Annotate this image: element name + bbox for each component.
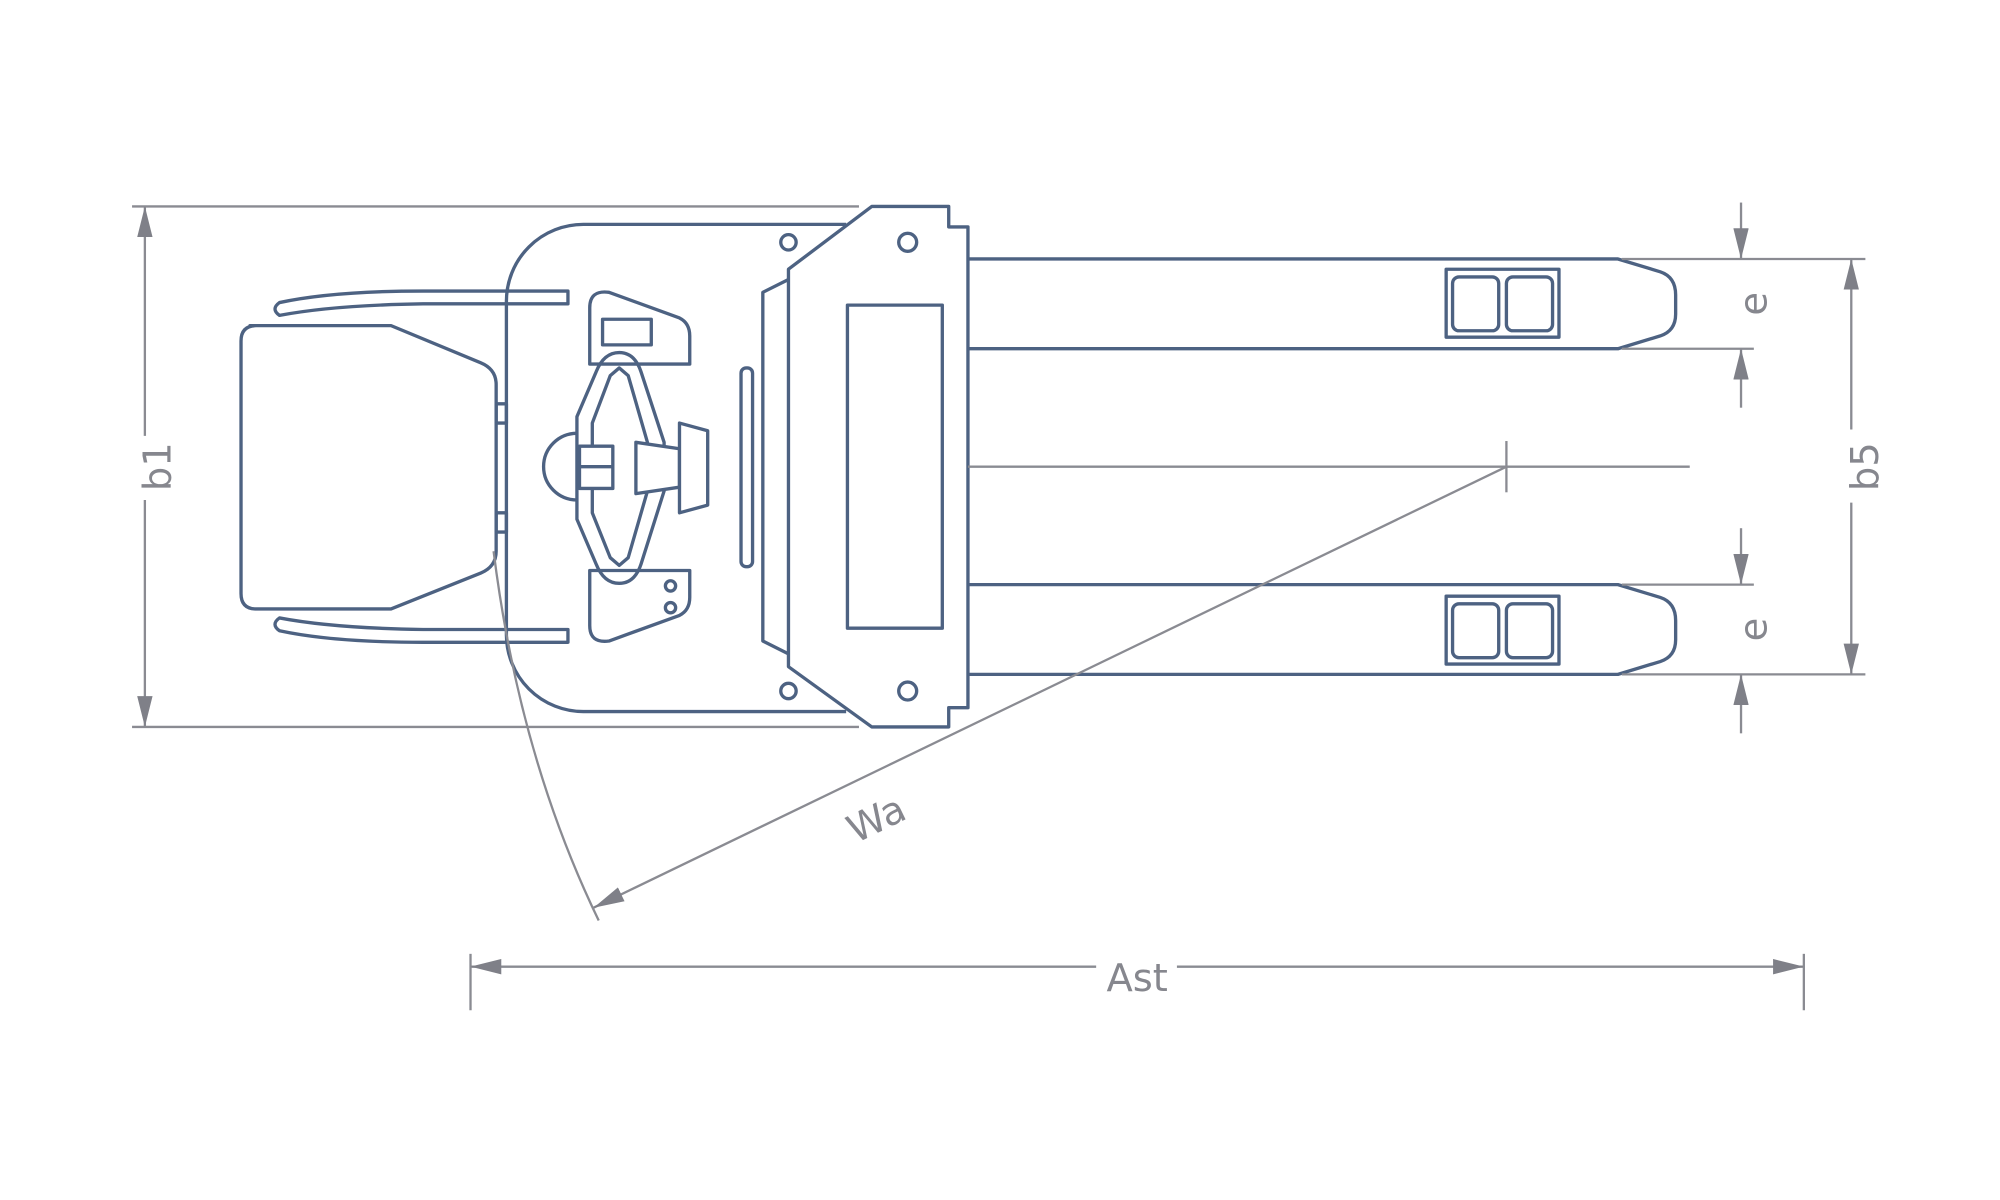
button <box>663 579 678 593</box>
slot <box>739 366 755 569</box>
dimension-label-e-bottom: e <box>1732 618 1777 642</box>
tiller-handle <box>575 350 666 585</box>
hand-guard-top <box>588 290 692 366</box>
fork-bottom <box>967 582 1678 677</box>
hand-guard-bottom <box>588 568 692 644</box>
battery-window <box>845 303 944 630</box>
load-wheels-bottom <box>1444 594 1561 666</box>
chassis-bolt <box>779 681 798 701</box>
chassis-bolt <box>779 232 798 252</box>
tiller-arm <box>634 440 682 496</box>
operator-platform <box>239 323 498 611</box>
dimension-label-wa: Wa <box>840 786 913 852</box>
chassis-body <box>504 222 847 714</box>
battery-cover <box>786 204 970 729</box>
cover-bolt <box>897 680 919 702</box>
tiller-base <box>541 431 577 502</box>
truck-outline <box>239 204 1678 729</box>
load-wheels-top <box>1444 267 1561 339</box>
platform-hinge <box>494 402 509 425</box>
dimension-label-b5: b5 <box>1843 442 1888 491</box>
side-arm-bottom <box>273 616 570 644</box>
dimension-label-b1: b1 <box>136 442 181 491</box>
platform-hinge <box>494 511 509 534</box>
button <box>663 600 678 615</box>
cover-side-panel <box>761 277 790 656</box>
tiller-handle-inner <box>590 366 650 568</box>
control-panel <box>600 317 653 347</box>
fork-top <box>967 257 1678 351</box>
dimension-label-ast: Ast <box>1106 956 1167 1001</box>
cover-bolt <box>897 231 919 253</box>
side-arm-top <box>273 289 570 318</box>
dimension-label-e-top: e <box>1732 292 1777 316</box>
tiller-knob <box>677 421 710 515</box>
